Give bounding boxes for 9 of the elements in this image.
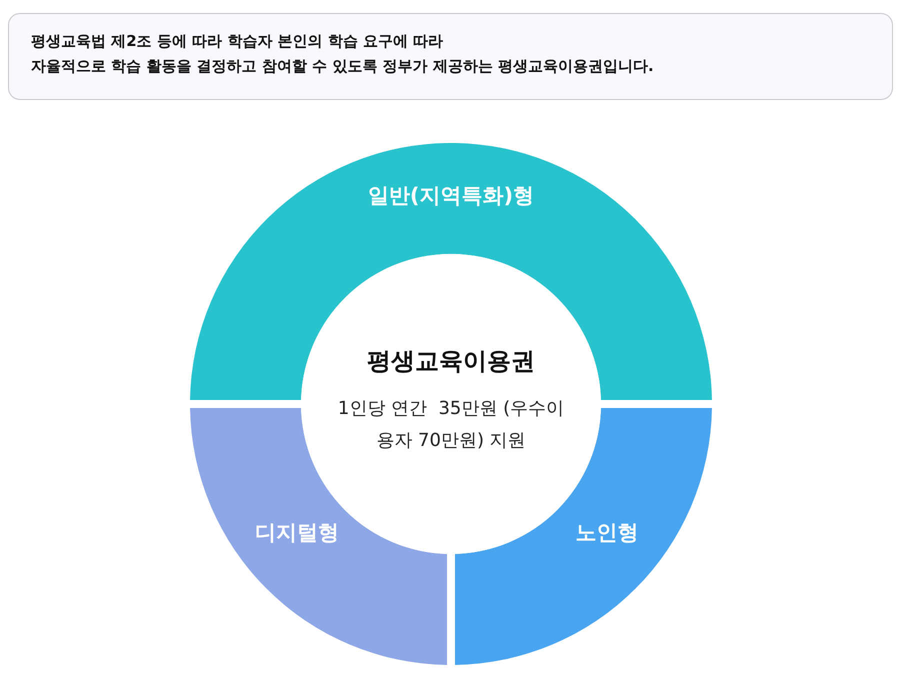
segment-label: 디지털형 <box>255 519 339 546</box>
center-text: 1인당 연간 35만원 (우수이용자 70만원) 지원 <box>336 397 566 453</box>
info-text: 평생교육법 제2조 등에 따라 학습자 본인의 학습 요구에 따라 <box>31 31 444 51</box>
center-title: 평생교육이용권 <box>367 346 535 377</box>
segment-label: 노인형 <box>576 519 638 546</box>
donut-segment <box>190 143 712 400</box>
segment-label: 일반(지역특화)형 <box>368 182 534 210</box>
info-box <box>8 13 893 100</box>
info-text: 자율적으로 학습 활동을 결정하고 참여할 수 있도록 정부가 제공하는 평생교육이용권입니다. <box>31 56 655 76</box>
